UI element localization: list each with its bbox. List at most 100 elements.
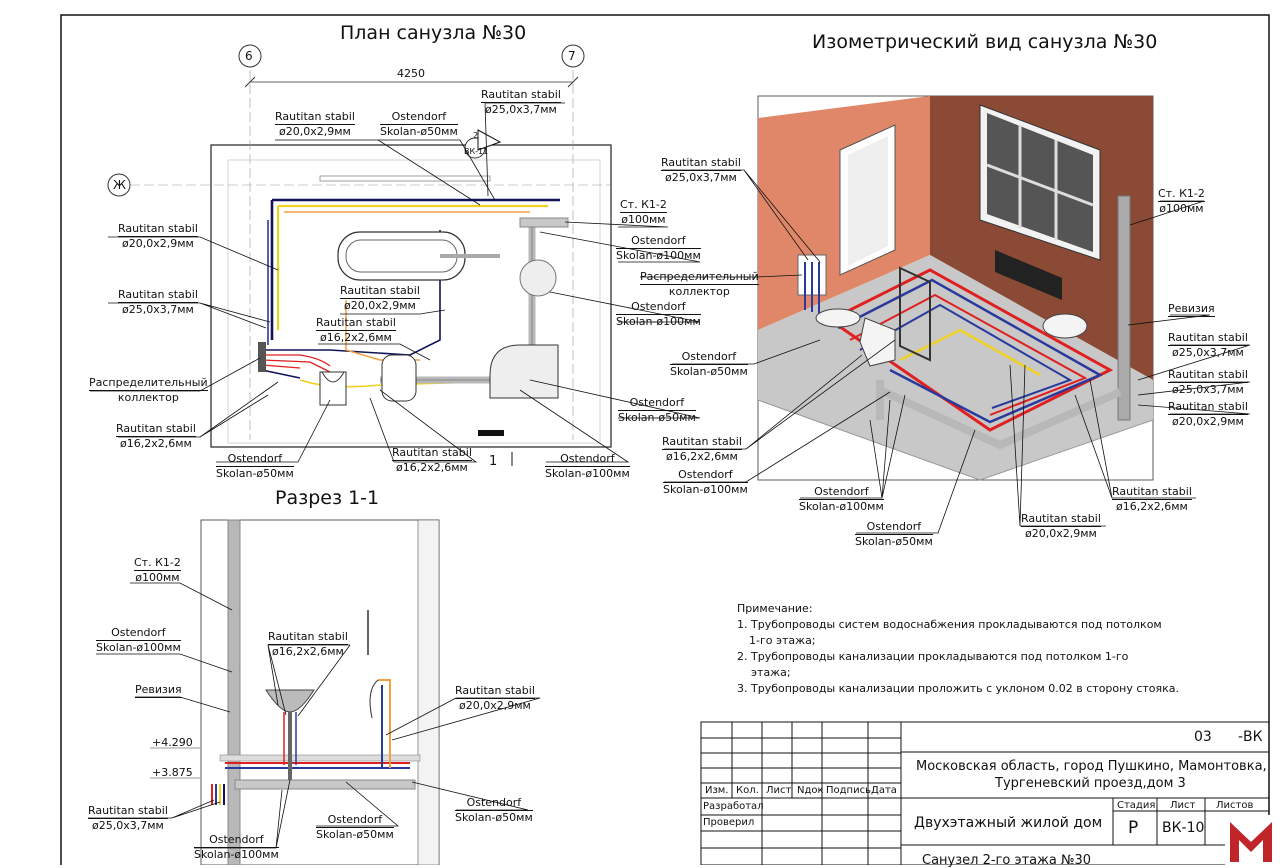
note-1a: 1. Трубопроводы систем водоснабжения про… bbox=[737, 618, 1162, 631]
plan-title: План санузла №30 bbox=[340, 22, 527, 44]
tb-sheet-name: Санузел 2-го этажа №30 bbox=[922, 853, 1092, 868]
tb-list-h: Лист bbox=[1170, 800, 1196, 811]
tb-listov-h: Листов bbox=[1216, 800, 1254, 811]
tb-proveril: Проверил bbox=[703, 817, 755, 828]
section-mark-label: 1 bbox=[489, 454, 498, 469]
title-block bbox=[700, 721, 1270, 865]
tb-razrab: Разработал bbox=[703, 801, 764, 812]
tb-col-date: Дата bbox=[871, 785, 897, 796]
tb-code-suffix: -ВК bbox=[1238, 729, 1263, 745]
tb-address-1: Московская область, город Пушкино, Мамон… bbox=[916, 759, 1267, 774]
note-2a: 2. Трубопроводы канализации прокладывают… bbox=[737, 650, 1129, 663]
iso-label-11: Ревизия bbox=[1168, 302, 1215, 317]
section-riser bbox=[227, 519, 241, 865]
tb-col-kol: Кол. bbox=[736, 785, 759, 796]
iso-towel-rail bbox=[899, 266, 931, 362]
section-title: Разрез 1-1 bbox=[275, 487, 380, 509]
tb-col-ndok: Nдок bbox=[797, 785, 824, 796]
plan-sink bbox=[319, 371, 347, 406]
plan-dimension: 4250 bbox=[397, 67, 425, 80]
plan-toilet bbox=[381, 354, 417, 402]
tb-code-num: 03 bbox=[1194, 729, 1212, 745]
riser-tag-a: 2 bbox=[473, 131, 479, 140]
plan-shower bbox=[489, 344, 559, 399]
riser-tag-b: ВК-11 bbox=[464, 147, 489, 156]
note-2b: этажа; bbox=[751, 666, 791, 679]
tb-col-list: Лист bbox=[766, 785, 792, 796]
note-3: 3. Трубопроводы канализации проложить с … bbox=[737, 682, 1180, 695]
company-logo bbox=[1225, 815, 1278, 865]
plan-collector bbox=[258, 342, 266, 372]
elevation-1: +4.290 bbox=[152, 736, 193, 749]
axis-bubble-6 bbox=[238, 44, 262, 68]
section-label-3: Ревизия bbox=[135, 683, 182, 698]
iso-toilet bbox=[859, 317, 896, 367]
tb-col-izm: Изм. bbox=[705, 785, 729, 796]
axis-label-zh: Ж bbox=[113, 178, 126, 192]
axis-label-6: 6 bbox=[245, 49, 253, 63]
tb-object: Двухэтажный жилой дом bbox=[914, 815, 1103, 831]
tb-stadia-h: Стадия bbox=[1117, 800, 1156, 811]
iso-wall-sink bbox=[1042, 313, 1088, 339]
elevation-2: +3.875 bbox=[152, 766, 193, 779]
tb-address-2: Тургеневский проезд,дом 3 bbox=[995, 776, 1186, 791]
iso-radiator bbox=[995, 250, 1062, 300]
notes-heading: Примечание: bbox=[737, 602, 813, 615]
plan-riser bbox=[519, 259, 557, 297]
notes-block: Примечание: 1. Трубопроводы систем водос… bbox=[737, 601, 1179, 697]
section-frame bbox=[200, 519, 440, 865]
tb-list: ВК-10 bbox=[1162, 820, 1205, 836]
iso-title: Изометрический вид санузла №30 bbox=[812, 31, 1158, 53]
section-sewer-main bbox=[234, 779, 416, 790]
tb-col-sign: Подпись bbox=[826, 785, 871, 796]
axis-bubble-7 bbox=[561, 44, 585, 68]
sheet-frame bbox=[60, 14, 1270, 865]
section-view bbox=[88, 519, 541, 865]
axis-label-7: 7 bbox=[568, 49, 576, 63]
plan-view bbox=[90, 44, 701, 466]
tb-stadia: Р bbox=[1128, 818, 1139, 838]
axis-bubble-zh bbox=[107, 173, 131, 197]
note-1b: 1-го этажа; bbox=[749, 634, 816, 647]
iso-sink bbox=[815, 308, 861, 328]
iso-riser bbox=[1117, 195, 1131, 421]
